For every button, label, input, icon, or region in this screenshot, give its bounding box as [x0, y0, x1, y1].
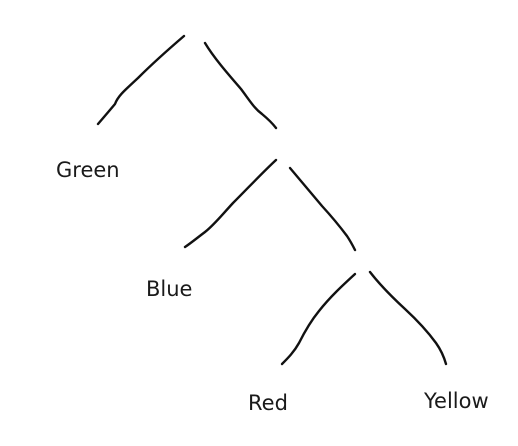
node3-right-branch	[368, 270, 448, 366]
leaf-label-blue: Blue	[146, 277, 192, 301]
node3-left-branch	[280, 272, 357, 366]
node2-left-branch	[183, 158, 278, 249]
leaf-label-yellow: Yellow	[423, 389, 489, 413]
node2-right-branch	[288, 166, 357, 252]
leaf-label-red: Red	[248, 391, 288, 415]
leaf-label-green: Green	[56, 158, 120, 182]
root-left-branch	[96, 34, 186, 126]
root-right-branch	[203, 41, 278, 130]
